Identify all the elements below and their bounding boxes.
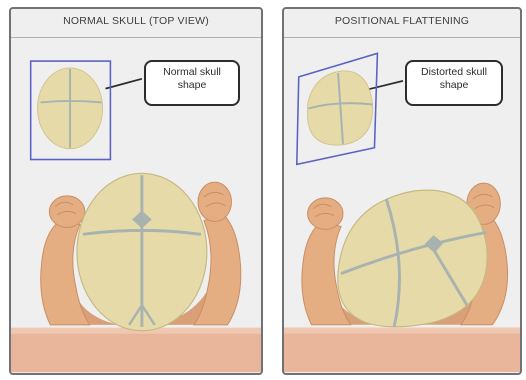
baby-figure [41, 173, 241, 330]
baby-figure [302, 183, 508, 327]
mattress [11, 328, 261, 372]
mattress [284, 328, 520, 372]
right-fist [198, 182, 231, 221]
skull-inset [31, 61, 111, 159]
normal-skull-panel: NORMAL SKULL (TOP VIEW) [9, 7, 263, 375]
distorted-skull-callout: Distorted skull shape [405, 60, 503, 106]
skull [338, 190, 487, 327]
normal-skull-callout: Normal skull shape [144, 60, 240, 106]
skull-inset [297, 53, 378, 164]
positional-flattening-panel: POSITIONAL FLATTENING [282, 7, 522, 375]
